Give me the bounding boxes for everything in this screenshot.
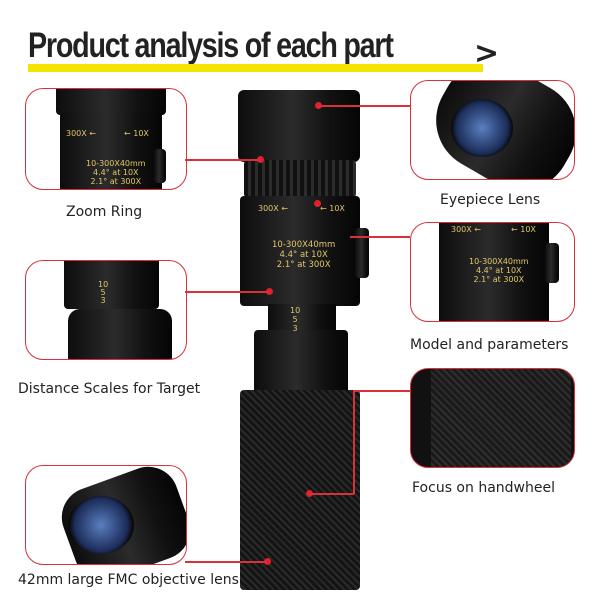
- eyepiece-closeup: [410, 80, 575, 180]
- callout-dot: [264, 558, 271, 565]
- zoom-mark-10x: ← 10X: [511, 225, 536, 234]
- zoom-mark-300x: 300X ←: [451, 225, 481, 234]
- page-title: Product analysis of each part: [28, 26, 394, 65]
- zoom-mark-10x: ← 10X: [320, 204, 345, 213]
- distance-scales-label: Distance Scales for Target: [18, 381, 201, 397]
- zoom-mark-10x: ← 10X: [124, 129, 149, 138]
- zoom-mark-300x: 300X ←: [258, 204, 288, 213]
- title-highlight: [28, 64, 483, 72]
- objective-lens-closeup: [25, 465, 187, 565]
- zoom-ring-label: Zoom Ring: [66, 204, 143, 220]
- handwheel-label: Focus on handwheel: [412, 480, 555, 496]
- handwheel-closeup: [410, 368, 575, 468]
- eyepiece-label: Eyepiece Lens: [440, 192, 541, 208]
- zoom-mark-300x: 300X ←: [66, 129, 96, 138]
- double-chevron-right-icon: >: [474, 36, 500, 71]
- callout-dot: [266, 288, 273, 295]
- model-parameters-label: Model and parameters: [410, 337, 569, 353]
- callout-dot: [314, 200, 321, 207]
- objective-lens-label: 42mm large FMC objective lens: [18, 572, 239, 588]
- callout-dot: [257, 156, 264, 163]
